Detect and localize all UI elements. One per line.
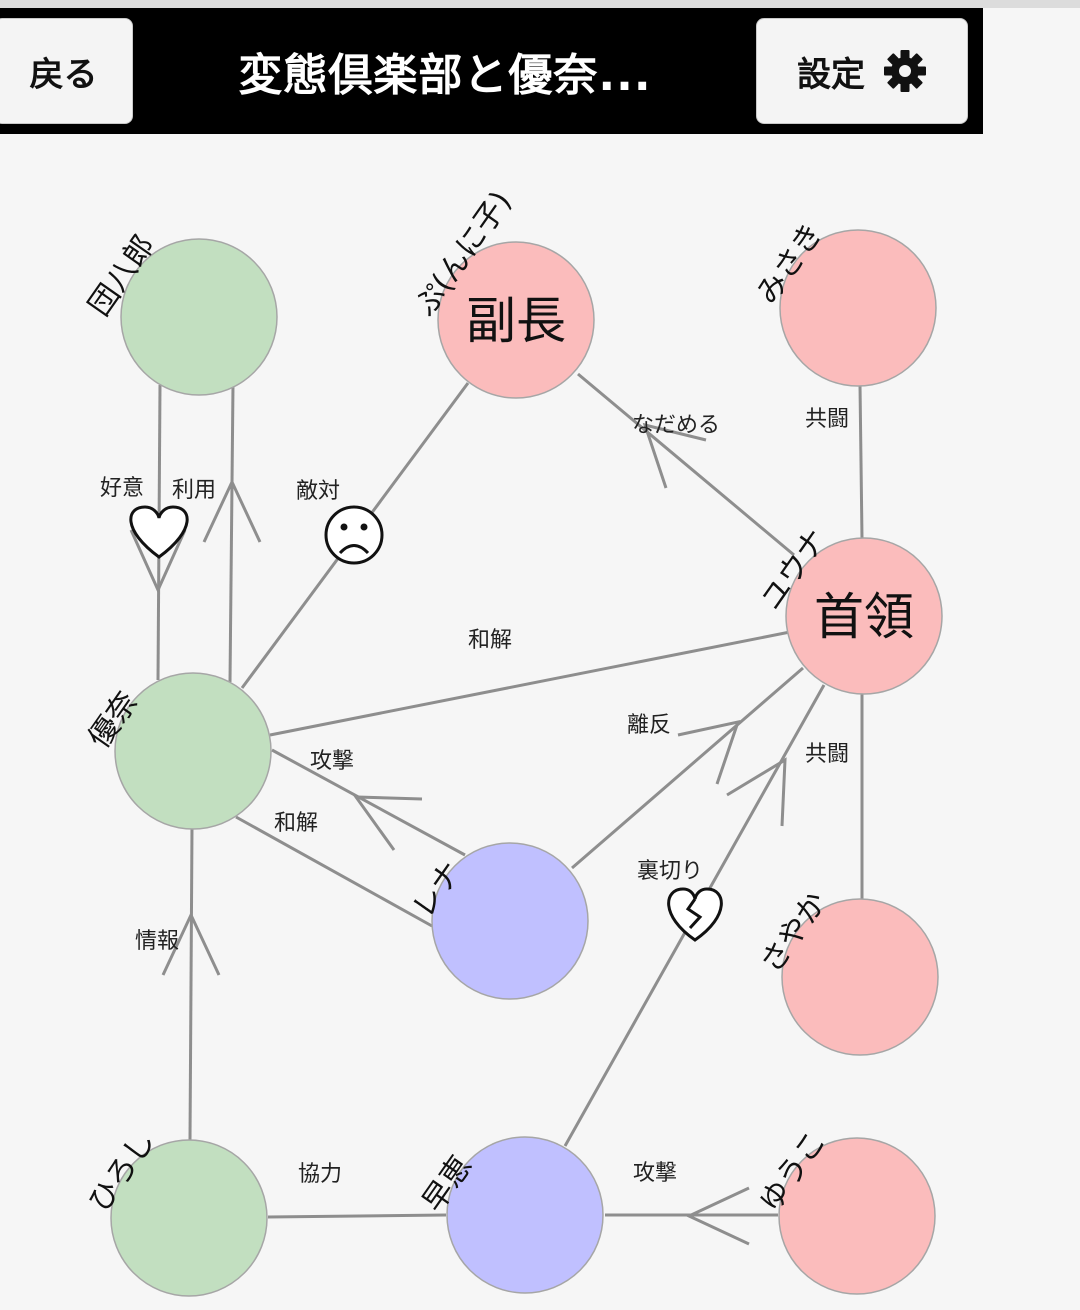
back-button[interactable]: 戻る — [0, 18, 133, 124]
page-title: 変態倶楽部と優奈... — [238, 50, 652, 101]
arrowhead — [685, 1186, 750, 1246]
node-hiroshi[interactable]: ひろし — [82, 1125, 268, 1297]
edge-label: 和解 — [274, 811, 318, 836]
edge-yuuna-danpachiro-use[interactable] — [228, 384, 235, 683]
edge-labels: 好意 利用 敵対 なだめる 共闘 和解 離反 共闘 攻撃 和解 裏切り 情報 協… — [100, 407, 849, 1187]
node-rena[interactable]: レナ — [406, 842, 589, 1000]
edge-yuuna-rena-reconcile[interactable] — [235, 815, 433, 928]
node-misaki[interactable]: みさき — [750, 217, 937, 387]
settings-button[interactable]: 設定 — [756, 18, 968, 124]
edge-hiroshi-yuuna[interactable] — [188, 827, 194, 1141]
edge-label: なだめる — [632, 413, 720, 438]
arrowhead — [161, 911, 221, 976]
heart-icon — [129, 505, 189, 559]
arrowhead — [677, 719, 741, 785]
node-sayaka[interactable]: さやか — [754, 886, 939, 1056]
edge-label: 共闘 — [805, 407, 849, 432]
edge-label: 攻撃 — [310, 749, 354, 774]
node-sae[interactable]: 早恵 — [416, 1136, 604, 1294]
node-danpachiro[interactable]: 団八郎 — [82, 229, 278, 396]
edge-yuuna-yuuna2[interactable] — [269, 630, 791, 737]
broken-heart-icon — [667, 887, 723, 942]
edge-label: 離反 — [627, 713, 671, 738]
arrowhead — [353, 795, 423, 851]
edge-yuuna2-punyuko[interactable] — [577, 372, 795, 557]
arrowhead — [202, 478, 262, 543]
edge-label: 共闘 — [805, 742, 849, 767]
node-punyuko[interactable]: ぷ(んに子) 副長 — [408, 185, 595, 399]
edge-rena-yuuna2[interactable] — [571, 666, 804, 870]
edge-label: 攻撃 — [633, 1161, 677, 1186]
edge-label: 協力 — [298, 1162, 342, 1187]
node-yuuna[interactable]: 優奈 — [82, 672, 272, 830]
node-yuuko[interactable]: ゆうこ — [753, 1125, 936, 1295]
edge-label: 利用 — [172, 478, 216, 503]
header-bar: 戻る 変態倶楽部と優奈... 設定 — [0, 8, 983, 134]
node-role-title: 副長 — [466, 292, 566, 350]
node-role-title: 首領 — [814, 588, 914, 646]
gear-icon — [884, 50, 926, 92]
edge-misaki-yuuna2[interactable] — [858, 384, 864, 539]
arrowhead — [129, 529, 187, 594]
edge-label: 和解 — [468, 628, 512, 653]
edge-label: 裏切り — [637, 859, 703, 884]
arrowhead — [726, 757, 787, 827]
settings-label: 設定 — [797, 54, 865, 95]
arrowhead — [642, 422, 707, 489]
node-yuuna-leader[interactable]: ユウナ 首領 — [754, 523, 943, 695]
edge-hiroshi-sae[interactable] — [267, 1213, 447, 1219]
edge-rena-yuuna-attack[interactable] — [271, 748, 466, 857]
sad-face-icon — [324, 505, 384, 565]
edge-label: 情報 — [135, 929, 179, 954]
edge-label: 敵対 — [296, 479, 340, 504]
top-border — [0, 0, 1080, 8]
edge-label: 好意 — [100, 476, 144, 501]
back-label: 戻る — [29, 54, 98, 95]
